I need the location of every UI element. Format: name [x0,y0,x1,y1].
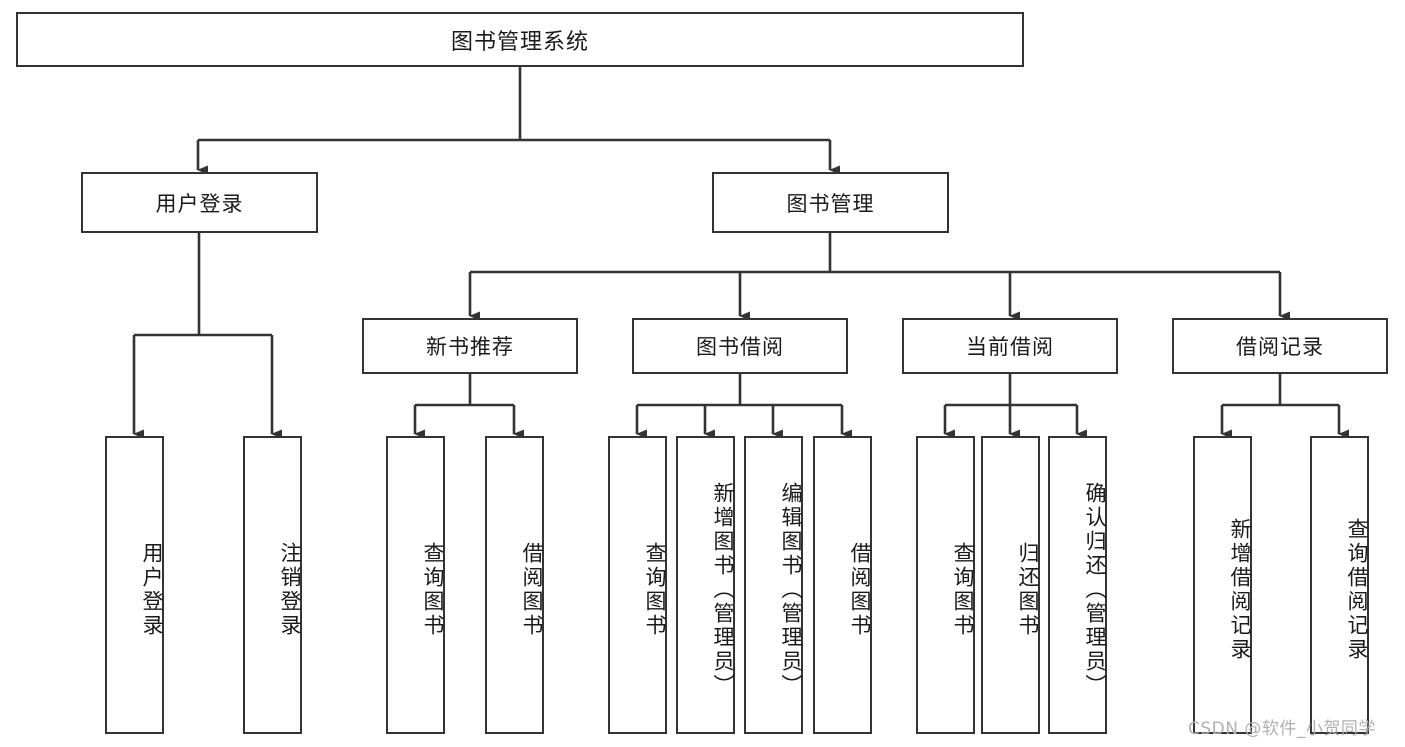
node-label: 用户登录 [155,191,244,216]
leaf-confirm-return[interactable]: 确认归还（管理员） [1048,436,1107,734]
node-label: 确认归还（管理员） [1083,482,1107,698]
node-label: 注销登录 [278,542,302,638]
node-book-management[interactable]: 图书管理 [712,172,949,233]
leaf-query-book-recommend[interactable]: 查询图书 [386,436,445,734]
node-current-borrow[interactable]: 当前借阅 [902,318,1118,374]
csdn-watermark: CSDN @软件_小贺同学 [1188,719,1376,739]
leaf-add-borrow-record[interactable]: 新增借阅记录 [1193,436,1252,734]
node-label: 借阅记录 [1236,335,1324,359]
node-label: 借阅图书 [848,542,872,638]
node-label: 查询借阅记录 [1345,518,1369,662]
node-label: 当前借阅 [966,335,1054,359]
leaf-borrow-book-recommend[interactable]: 借阅图书 [485,436,544,734]
node-label: 查询图书 [951,542,975,638]
node-label: 借阅图书 [520,542,544,638]
node-label: 查询图书 [421,542,445,638]
leaf-logout[interactable]: 注销登录 [243,436,302,734]
node-book-borrow[interactable]: 图书借阅 [632,318,848,374]
node-label: 图书管理 [786,191,875,216]
leaf-edit-book[interactable]: 编辑图书（管理员） [744,436,803,734]
node-root-book-management-system[interactable]: 图书管理系统 [16,12,1024,67]
leaf-query-book-borrow[interactable]: 查询图书 [608,436,667,734]
node-user-login[interactable]: 用户登录 [81,172,318,233]
node-label: 编辑图书（管理员） [779,482,803,698]
leaf-user-login[interactable]: 用户登录 [105,436,164,734]
leaf-return-book[interactable]: 归还图书 [981,436,1040,734]
node-label: 图书管理系统 [450,29,589,55]
node-borrow-record[interactable]: 借阅记录 [1172,318,1388,374]
node-label: 新增借阅记录 [1228,518,1252,662]
node-label: 用户登录 [140,542,164,638]
leaf-borrow-book[interactable]: 借阅图书 [813,436,872,734]
leaf-query-book-current[interactable]: 查询图书 [916,436,975,734]
node-label: 图书借阅 [696,335,784,359]
node-label: 新增图书（管理员） [711,482,735,698]
node-label: 查询图书 [643,542,667,638]
leaf-add-book[interactable]: 新增图书（管理员） [676,436,735,734]
node-label: 新书推荐 [426,335,514,359]
node-label: 归还图书 [1016,542,1040,638]
leaf-query-borrow-record[interactable]: 查询借阅记录 [1310,436,1369,734]
node-new-book-recommend[interactable]: 新书推荐 [362,318,578,374]
